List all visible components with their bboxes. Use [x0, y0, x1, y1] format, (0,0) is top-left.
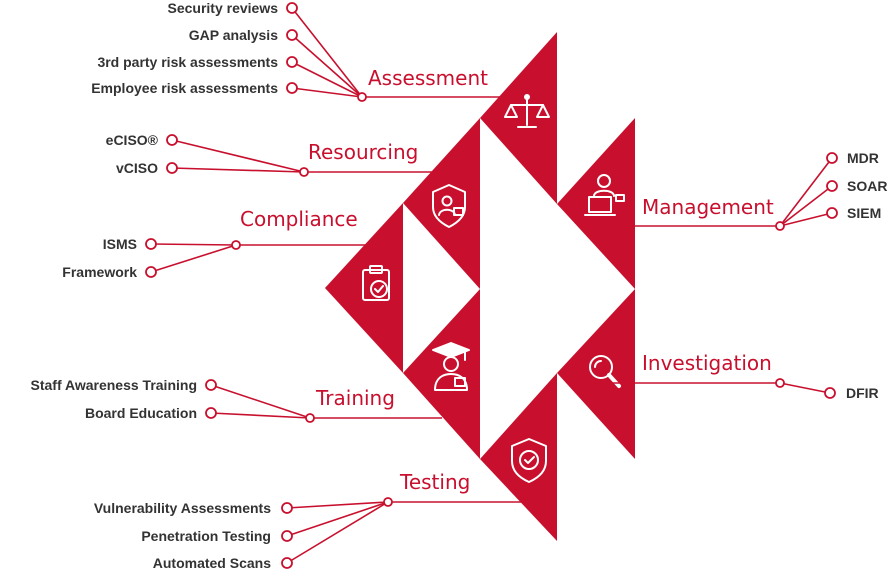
leaf-labels-left: Security reviews GAP analysis 3rd party …	[31, 0, 279, 571]
leaf-marker	[824, 387, 836, 399]
junction-dot	[775, 221, 785, 231]
operator-icon	[584, 174, 625, 216]
leaf-marker	[145, 266, 157, 278]
leaf-marker	[205, 379, 217, 391]
shield-check-icon	[511, 438, 547, 483]
category-labels: Assessment Resourcing Compliance Trainin…	[240, 66, 774, 494]
leaf-marker	[826, 207, 838, 219]
leaf-label-framework: Framework	[62, 264, 137, 280]
graduate-icon	[432, 342, 470, 391]
junction-dot	[383, 497, 393, 507]
category-label-compliance: Compliance	[240, 207, 358, 231]
leaf-marker	[205, 407, 217, 419]
leaf-label-eciso: eCISO®	[106, 132, 159, 148]
junction-dot	[357, 92, 367, 102]
leaf-label-soar: SOAR	[847, 178, 887, 194]
junction-dot	[305, 413, 315, 423]
leaf-label-siem: SIEM	[847, 205, 881, 221]
junction-dot	[775, 378, 785, 388]
leaf-label-vciso: vCISO	[116, 160, 158, 176]
category-label-training: Training	[315, 386, 395, 410]
leaf-label-staff-awareness: Staff Awareness Training	[31, 377, 198, 393]
category-label-investigation: Investigation	[642, 351, 772, 375]
category-label-testing: Testing	[399, 470, 470, 494]
leaf-marker	[286, 56, 298, 68]
magnifier-icon	[589, 355, 621, 388]
leaf-marker	[826, 180, 838, 192]
triangle-training	[403, 289, 480, 459]
leaf-label-employee-risk: Employee risk assessments	[91, 80, 278, 96]
leaf-label-isms: ISMS	[103, 236, 137, 252]
leaf-label-penetration-testing: Penetration Testing	[141, 528, 271, 544]
category-label-management: Management	[642, 195, 774, 219]
scales-icon	[504, 94, 550, 128]
leaf-labels-right: MDR SOAR SIEM DFIR	[846, 150, 887, 401]
junction-dots	[231, 92, 785, 507]
leaf-marker	[286, 2, 298, 14]
leaf-marker	[145, 238, 157, 250]
triangle-management	[557, 118, 635, 289]
leaf-marker	[826, 152, 838, 164]
leaf-label-security-reviews: Security reviews	[167, 0, 278, 16]
leaf-marker	[281, 502, 293, 514]
leaf-label-vulnerability-assessments: Vulnerability Assessments	[94, 500, 271, 516]
leaf-marker	[286, 29, 298, 41]
leaf-marker	[281, 530, 293, 542]
leaf-marker	[166, 134, 178, 146]
triangle-resourcing	[403, 118, 480, 289]
triangle-assessment	[480, 32, 557, 204]
connector-lines	[150, 7, 833, 564]
leaf-label-gap-analysis: GAP analysis	[189, 27, 278, 43]
leaf-markers	[145, 2, 838, 569]
leaf-label-automated-scans: Automated Scans	[153, 555, 271, 571]
triangle-investigation	[557, 289, 635, 459]
junction-dot	[231, 240, 241, 250]
triangle-testing	[480, 373, 557, 541]
category-label-resourcing: Resourcing	[308, 140, 418, 164]
leaf-label-third-party-risk: 3rd party risk assessments	[97, 54, 278, 70]
leaf-marker	[286, 82, 298, 94]
shield-person-icon	[432, 184, 466, 228]
leaf-label-dfir: DFIR	[846, 385, 879, 401]
junction-dot	[299, 167, 309, 177]
leaf-label-mdr: MDR	[847, 150, 879, 166]
category-label-assessment: Assessment	[368, 66, 488, 90]
leaf-label-board-education: Board Education	[85, 405, 197, 421]
leaf-marker	[166, 162, 178, 174]
clipboard-check-icon	[362, 265, 390, 301]
leaf-marker	[281, 557, 293, 569]
